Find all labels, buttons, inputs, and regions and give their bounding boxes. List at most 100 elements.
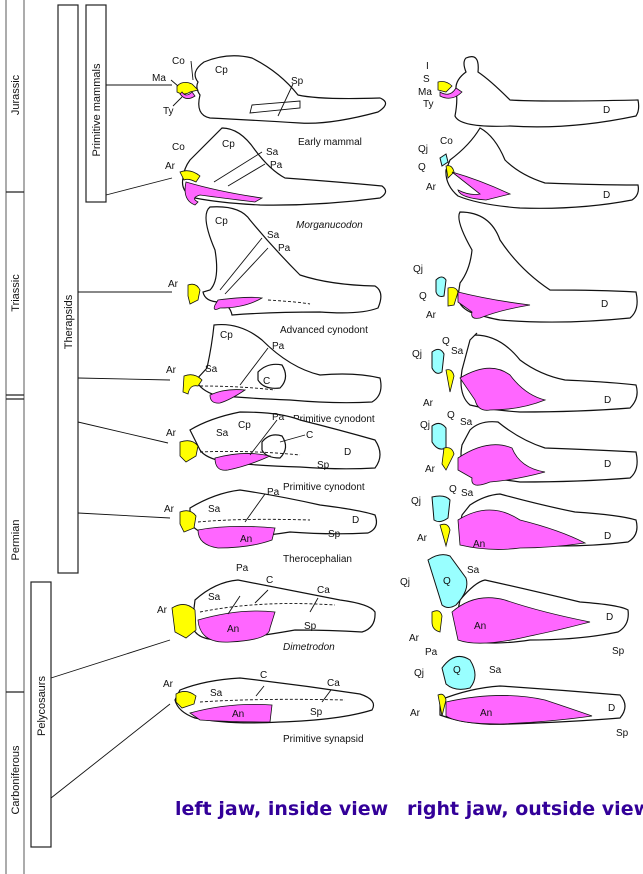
left-jaw-primitive-synapsid: Ar C Sa Ca An Sp Primitive synapsid [163, 670, 375, 745]
species-caption: Primitive synapsid [283, 734, 364, 745]
group-primitive-mammals-label: Primitive mammals [91, 63, 103, 156]
label: Q [443, 576, 451, 587]
label: D [604, 459, 611, 470]
label: Sa [489, 665, 502, 676]
label: Qj [414, 668, 424, 679]
label: An [473, 539, 485, 550]
label: Ar [163, 679, 174, 690]
right-jaw-therocephalian: Qj Q Sa Ar An D [411, 484, 638, 550]
label: Ar [166, 365, 177, 376]
label: Pa [272, 412, 285, 423]
label: Ca [327, 678, 340, 689]
label: Sp [304, 621, 317, 632]
right-jaw-advanced-cynodont: Qj Q Ar D [413, 211, 638, 323]
label: Qj [412, 349, 422, 360]
label: Qj [413, 264, 423, 275]
footer-left-caption: left jaw, inside view [175, 798, 389, 820]
label: An [240, 534, 252, 545]
group-pelycosaurs-label: Pelycosaurs [36, 676, 48, 736]
label: Co [440, 136, 453, 147]
label: Ar [410, 708, 421, 719]
label: Ty [163, 106, 174, 117]
label: Cp [238, 420, 251, 431]
label: Q [418, 162, 426, 173]
connectors [50, 84, 173, 799]
label: Sa [216, 428, 229, 439]
label: Q [419, 291, 427, 302]
left-jaw-dimetrodon: Pa C Sa Ca Ar An Sp Dimetrodon [157, 563, 376, 653]
label: Ar [423, 398, 434, 409]
label: Pa [267, 487, 280, 498]
label: Ty [423, 99, 434, 110]
label: Ar [164, 504, 175, 515]
left-jaw-morganucodon: Co Ar Cp Sa Pa Morganucodon [165, 127, 387, 231]
label: Ca [317, 585, 330, 596]
label: C [306, 430, 313, 441]
label: Sp [328, 529, 341, 540]
right-jaw-dimetrodon: Qj Q Sa Ar Pa An D Sp [400, 554, 629, 658]
label: Sa [267, 230, 280, 241]
period-triassic: Triassic [10, 274, 22, 312]
right-jaw-primitive-synapsid: Qj Q Sa Ar An D Sp [410, 655, 629, 739]
label: Sa [266, 147, 279, 158]
label: Qj [420, 420, 430, 431]
right-jaw-early-mammal: I S Ma Ty D [418, 56, 640, 128]
label: Ar [425, 464, 436, 475]
label: S [423, 74, 430, 85]
label: Sp [317, 460, 330, 471]
label: Ar [417, 533, 428, 544]
label: Ar [426, 182, 437, 193]
label: Cp [222, 139, 235, 150]
label: D [606, 612, 613, 623]
label: Ar [166, 428, 177, 439]
label: Q [442, 336, 450, 347]
label: D [601, 299, 608, 310]
left-jaw-primitive-cynodont-1: Cp Pa Ar Sa C Primitive cynodont [166, 323, 382, 425]
label: Ar [409, 633, 420, 644]
label: An [227, 624, 239, 635]
label: D [603, 190, 610, 201]
label: Co [172, 56, 185, 67]
label: Sa [451, 346, 464, 357]
label: Pa [270, 160, 283, 171]
label: An [474, 621, 486, 632]
label: Co [172, 142, 185, 153]
label: C [260, 670, 267, 681]
species-caption: Dimetrodon [283, 642, 335, 653]
period-jurassic: Jurassic [10, 74, 22, 115]
label: Sa [210, 688, 223, 699]
group-therapsids: Therapsids [57, 4, 79, 574]
footer-right-caption: right jaw, outside view [407, 798, 643, 820]
label: Sa [208, 592, 221, 603]
species-caption: Morganucodon [296, 220, 363, 231]
label: An [232, 709, 244, 720]
label: Q [449, 484, 457, 495]
label: Ar [157, 605, 168, 616]
left-jaw-therocephalian: Pa Ar Sa An D Sp Therocephalian [164, 487, 378, 565]
label: Qj [400, 577, 410, 588]
left-jaw-advanced-cynodont: Cp Sa Pa Ar Advanced cynodont [168, 206, 382, 336]
period-carboniferous: Carboniferous [10, 745, 22, 815]
label: Q [453, 665, 461, 676]
right-jaw-primitive-cynodont-1: Qj Q Sa Ar D [412, 332, 638, 413]
label: Pa [425, 647, 438, 658]
label: Ar [168, 279, 179, 290]
label: Sp [612, 646, 625, 657]
label: Pa [278, 243, 291, 254]
label: An [480, 708, 492, 719]
group-therapsids-label: Therapsids [63, 294, 75, 349]
timescale: Jurassic Triassic Permian Carboniferous [5, 0, 25, 874]
left-jaw-early-mammal: Co Ma Ty Cp Sp Early mammal [152, 55, 387, 148]
left-jaw-primitive-cynodont-2: Cp Pa Ar Sa C D Sp Primitive cynodont [166, 411, 381, 493]
label: C [263, 376, 270, 387]
label: Q [447, 410, 455, 421]
label: D [604, 531, 611, 542]
label: Qj [411, 496, 421, 507]
group-primitive-mammals: Primitive mammals [85, 4, 107, 203]
species-caption: Early mammal [298, 137, 362, 148]
species-caption: Therocephalian [283, 554, 352, 565]
label: I [426, 61, 429, 72]
label: Ma [152, 73, 166, 84]
label: D [344, 447, 351, 458]
